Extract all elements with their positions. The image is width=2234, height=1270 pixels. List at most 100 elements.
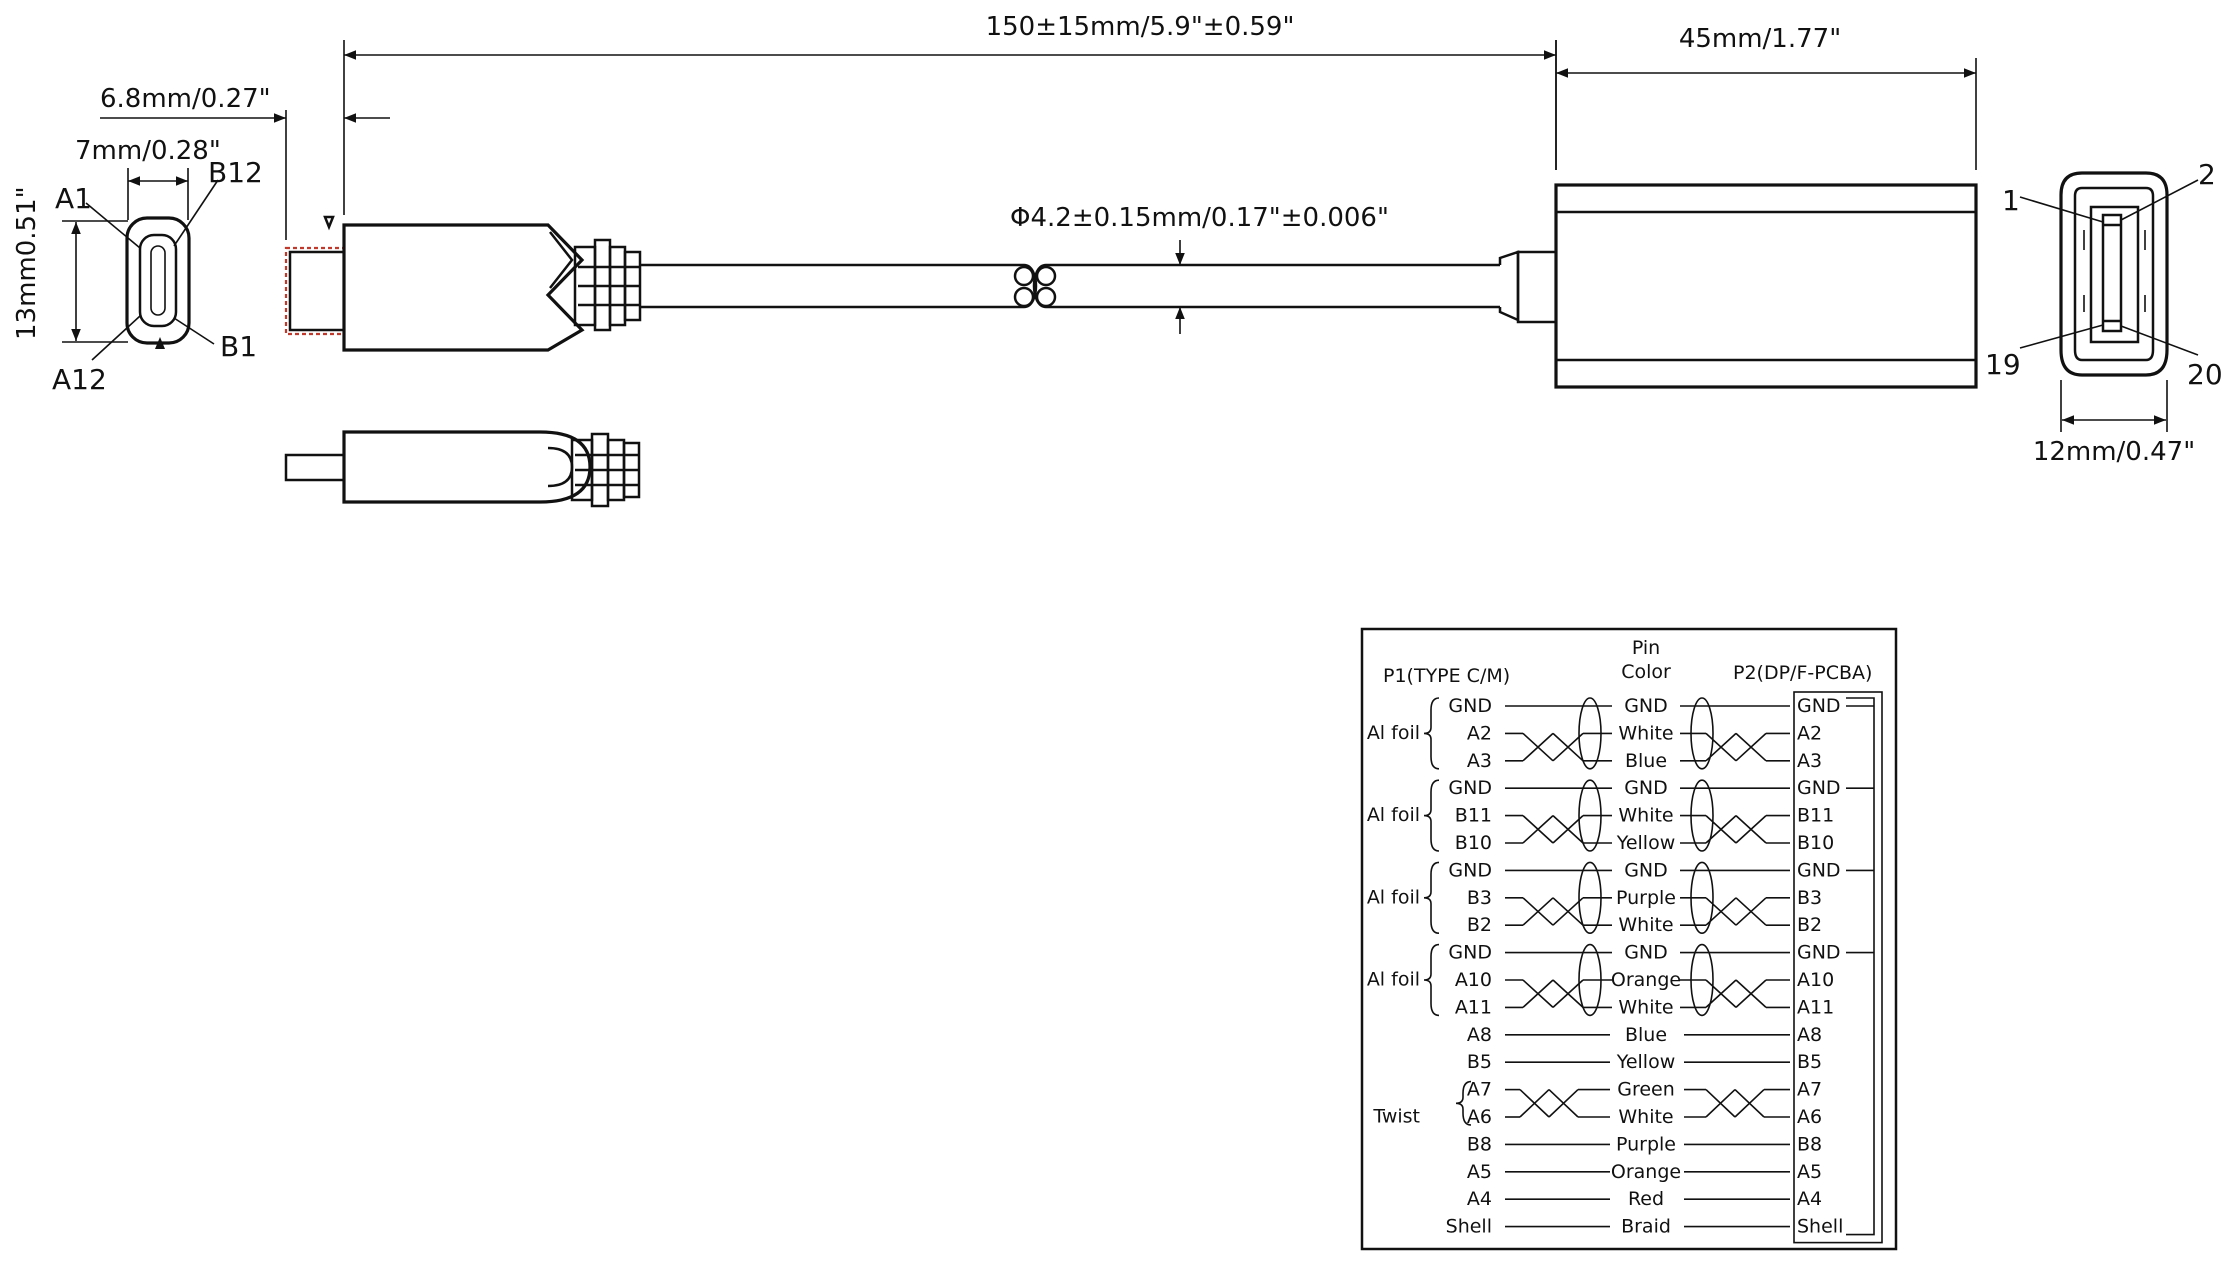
pin-label-a1: A1	[55, 182, 92, 215]
typec-plug-side-view	[284, 215, 642, 352]
p2-pin-label: A5	[1797, 1161, 1822, 1183]
p2-pin-label: Shell	[1797, 1216, 1843, 1238]
p1-pin-label: Shell	[1446, 1216, 1492, 1238]
p1-header: P1(TYPE C/M)	[1383, 665, 1510, 687]
p2-header: P2(DP/F-PCBA)	[1733, 662, 1872, 684]
p1-pin-label: B11	[1455, 805, 1492, 827]
wire-twist	[1522, 732, 1554, 762]
typec-plug-top-view	[284, 430, 641, 508]
p2-pin-label: B8	[1797, 1133, 1822, 1155]
dp-pin-label-19: 19	[1985, 348, 2021, 381]
wire-twist	[1522, 897, 1554, 926]
p2-pin-label: GND	[1797, 695, 1841, 717]
wire-twist	[1552, 979, 1584, 1008]
wire-twist	[1735, 897, 1767, 926]
p2-pin-label: B2	[1797, 914, 1822, 936]
dp-head-side-view	[1554, 183, 1978, 389]
wire-color-label: Blue	[1625, 1024, 1667, 1046]
p1-pin-label: GND	[1448, 859, 1492, 881]
group-brace	[1423, 861, 1440, 934]
wire-color-label: Braid	[1621, 1216, 1671, 1238]
dp-pin-label-2: 2	[2198, 158, 2216, 191]
wire-color-label: Purple	[1616, 887, 1676, 909]
p1-pin-label: GND	[1448, 695, 1492, 717]
p1-pin-label: A2	[1467, 722, 1492, 744]
wire-color-label: White	[1618, 805, 1673, 827]
group-label: Twist	[1372, 1106, 1420, 1128]
p2-pin-label: A2	[1797, 722, 1822, 744]
wire-color-label: White	[1618, 1106, 1673, 1128]
p2-pin-label: GND	[1797, 942, 1841, 964]
p2-pin-label: GND	[1797, 859, 1841, 881]
group-brace	[1423, 779, 1440, 852]
p2-pin-label: A11	[1797, 996, 1834, 1018]
p2-pin-label: B3	[1797, 887, 1822, 909]
shield-ellipse	[1690, 943, 1714, 1017]
wire-color-label: Yellow	[1616, 1051, 1676, 1073]
p1-pin-label: B10	[1455, 832, 1492, 854]
wire-twist	[1734, 1089, 1765, 1118]
p2-pin-label: A6	[1797, 1106, 1822, 1128]
p1-pin-label: A8	[1467, 1024, 1492, 1046]
head-length-label: 45mm/1.77"	[1679, 24, 1841, 54]
wire-twist	[1735, 815, 1767, 844]
p2-pin-label: A10	[1797, 969, 1834, 991]
color-header-pin: Pin	[1632, 637, 1660, 659]
wire-color-label: Orange	[1611, 969, 1681, 991]
dp-pin-label-1: 1	[2002, 184, 2020, 217]
shield-ellipse	[1578, 779, 1602, 852]
wire-twist	[1522, 815, 1554, 844]
shield-ellipse	[1690, 779, 1714, 852]
pin-label-b12: B12	[208, 156, 263, 189]
p1-pin-label: GND	[1448, 777, 1492, 799]
p2-pin-label: B10	[1797, 832, 1834, 854]
wire-color-label: Orange	[1611, 1161, 1681, 1183]
p2-pin-label: A3	[1797, 750, 1822, 772]
wire-color-label: Blue	[1625, 750, 1667, 772]
wire-twist	[1705, 1089, 1736, 1118]
wire-twist	[1522, 979, 1554, 1008]
pin-label-b1: B1	[220, 330, 257, 363]
wiring-table: P1(TYPE C/M) Pin Color P2(DP/F-PCBA) GND…	[1360, 627, 1898, 1251]
p1-pin-label: A6	[1467, 1106, 1492, 1128]
wire-color-label: GND	[1624, 942, 1668, 964]
shield-ellipse	[1690, 697, 1714, 770]
shield-ellipse	[1578, 861, 1602, 934]
p1-pin-label: B3	[1467, 887, 1492, 909]
wire-twist	[1552, 815, 1584, 844]
p1-pin-label: A3	[1467, 750, 1492, 772]
dp-end-view: 1 2 19 20 12mm/0.47"	[1985, 158, 2223, 467]
wire-twist	[1519, 1089, 1550, 1118]
wire-twist	[1548, 1089, 1579, 1118]
p2-pin-label: GND	[1797, 777, 1841, 799]
plug-offset-label: 6.8mm/0.27"	[100, 84, 271, 114]
dimension-cable-length: 150±15mm/5.9"±0.59"	[343, 12, 1557, 215]
wiring-table-frame	[1360, 627, 1898, 1251]
cable-diameter-label: Φ4.2±0.15mm/0.17"±0.006"	[1010, 203, 1389, 233]
group-brace	[1423, 697, 1440, 770]
wire-color-label: Purple	[1616, 1133, 1676, 1155]
wire-twist	[1735, 732, 1767, 762]
p1-pin-label: B8	[1467, 1133, 1492, 1155]
group-label: Al foil	[1367, 722, 1420, 744]
wire-color-label: GND	[1624, 777, 1668, 799]
p1-pin-label: A10	[1455, 969, 1492, 991]
group-label: Al foil	[1367, 886, 1420, 908]
cable-body: Φ4.2±0.15mm/0.17"±0.006"	[640, 203, 1558, 334]
wire-color-label: Red	[1628, 1188, 1664, 1210]
p2-pin-label: A4	[1797, 1188, 1822, 1210]
wire-color-label: GND	[1624, 859, 1668, 881]
wire-color-label: Yellow	[1616, 832, 1676, 854]
color-header-color: Color	[1621, 661, 1671, 683]
wire-twist	[1735, 979, 1767, 1008]
wire-twist	[1552, 897, 1584, 926]
p1-pin-label: GND	[1448, 942, 1492, 964]
shield-ellipse	[1578, 943, 1602, 1017]
p1-pin-label: B5	[1467, 1051, 1492, 1073]
p2-ground-bus	[1846, 697, 1875, 1236]
p1-pin-label: A7	[1467, 1079, 1492, 1101]
wire-color-label: GND	[1624, 695, 1668, 717]
p1-pin-label: A4	[1467, 1188, 1492, 1210]
